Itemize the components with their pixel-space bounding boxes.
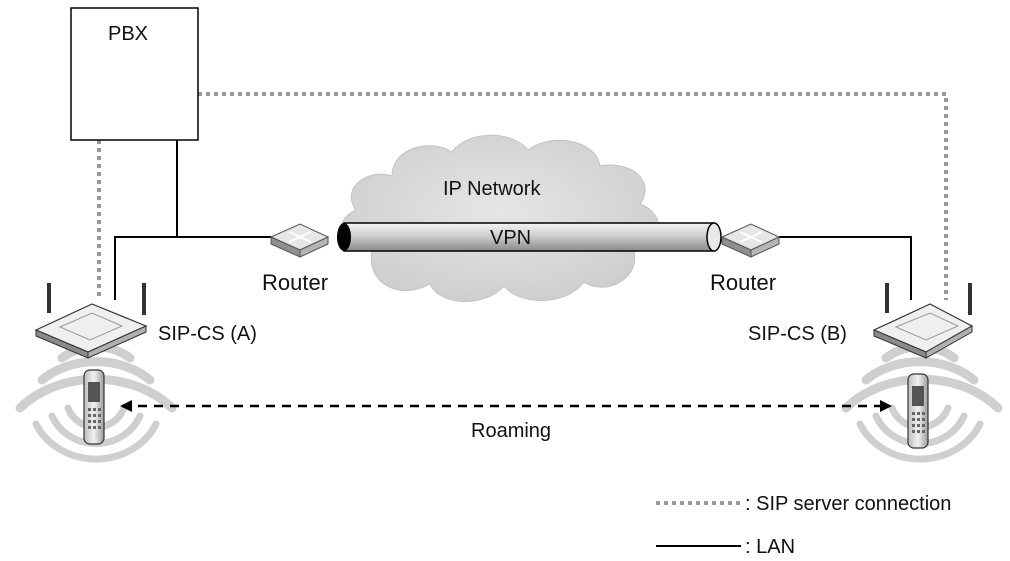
legend-sip-server-label: : SIP server connection <box>745 493 951 515</box>
cs-b-label: SIP-CS (B) <box>748 323 847 345</box>
handset-icon-left <box>83 369 105 445</box>
ip-network-cloud: IP Network <box>340 134 659 302</box>
vpn-tube: VPN <box>337 222 722 252</box>
base-station-icon-a <box>34 283 148 359</box>
lan-left <box>114 236 273 300</box>
legend: : SIP server connection : LAN <box>656 493 951 558</box>
legend-lan-label: : LAN <box>745 536 795 558</box>
router-left-label: Router <box>262 270 328 295</box>
base-station-icon-b <box>872 283 974 359</box>
ip-network-label: IP Network <box>443 178 541 200</box>
router-icon-left <box>269 223 330 258</box>
router-icon-right <box>720 223 781 258</box>
pbx-label: PBX <box>108 23 148 45</box>
sip-server-connections <box>97 92 948 300</box>
pbx-box: PBX <box>70 7 199 141</box>
sip-connection-b <box>198 92 948 300</box>
lan-connections <box>114 140 912 300</box>
handset-icon-right <box>907 373 929 449</box>
cs-a-label: SIP-CS (A) <box>158 323 257 345</box>
router-right-label: Router <box>710 270 776 295</box>
lan-right <box>779 236 912 300</box>
vpn-label: VPN <box>490 227 531 249</box>
roaming-label: Roaming <box>471 420 551 442</box>
